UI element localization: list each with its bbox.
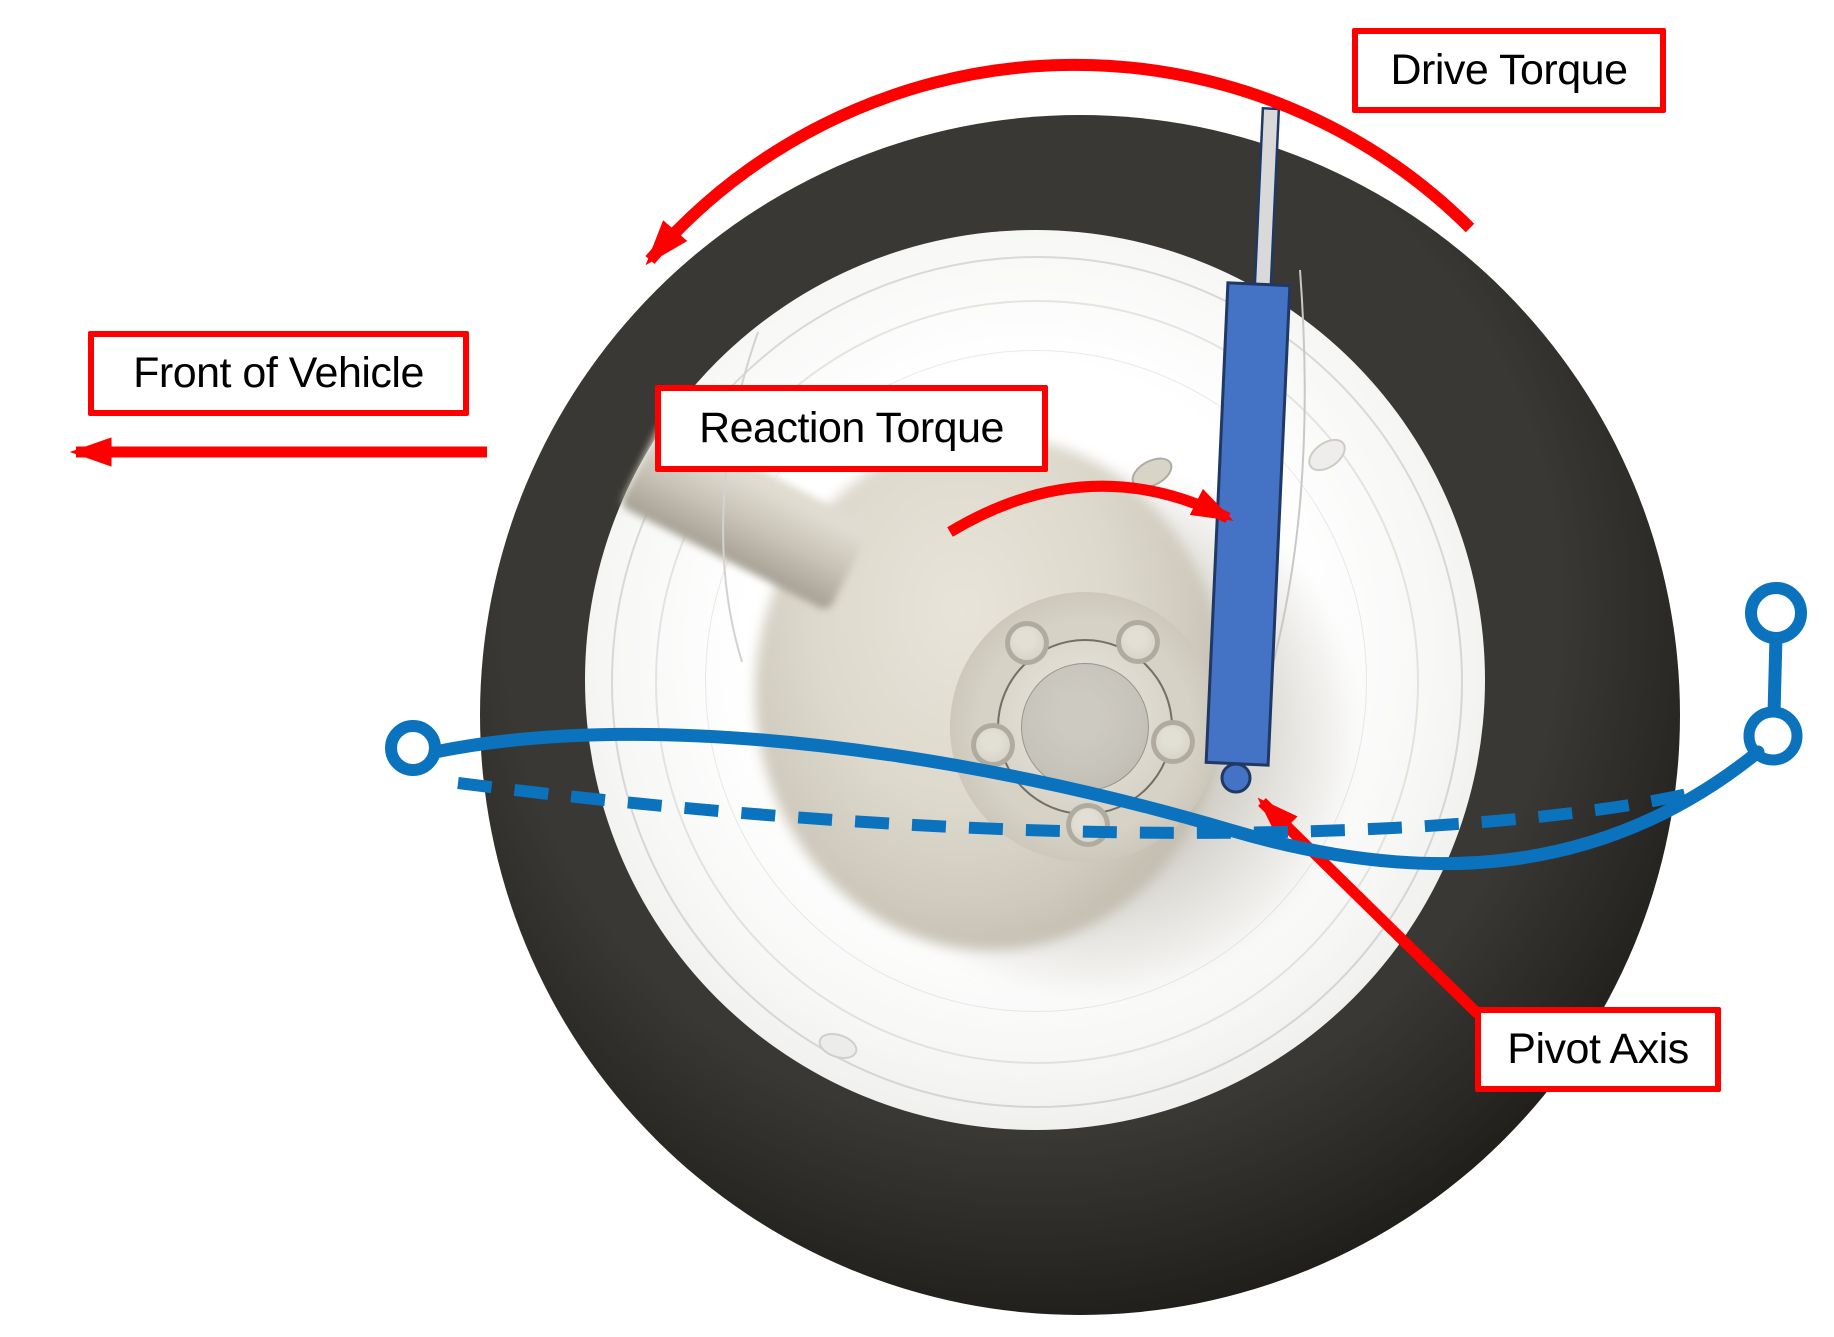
- shock-rod: [1252, 106, 1281, 311]
- rim-spoke-line: [1262, 269, 1306, 701]
- hub-center-bore: [1021, 663, 1149, 791]
- reaction-torque-label: Reaction Torque: [655, 385, 1048, 472]
- lug-hole: [1066, 803, 1110, 847]
- pivot-axis-label-text: Pivot Axis: [1507, 1025, 1689, 1073]
- shock-absorber-icon: [1204, 106, 1292, 767]
- rim-contour-ring: [655, 300, 1419, 1064]
- rim-contour-ring: [611, 256, 1463, 1108]
- lug-hole: [971, 723, 1015, 767]
- pivot-pointer-arrow-icon: [1257, 797, 1482, 1018]
- rim-spoke-line: [722, 331, 759, 663]
- front-of-vehicle-label-text: Front of Vehicle: [133, 349, 424, 397]
- lug-hole: [1005, 621, 1049, 665]
- left-eyelet-icon: [385, 720, 441, 776]
- front-of-vehicle-label: Front of Vehicle: [88, 331, 469, 416]
- right-upper-eyelet-icon: [1745, 582, 1807, 644]
- pivot-axis-label: Pivot Axis: [1475, 1007, 1721, 1092]
- eyelet-connector-bar: [1767, 635, 1783, 715]
- lug-hole: [1151, 720, 1195, 764]
- right-lower-eyelet-icon: [1743, 706, 1803, 766]
- rim-contour-ring: [705, 350, 1367, 1012]
- drive-torque-label: Drive Torque: [1352, 28, 1666, 113]
- drive-torque-label-text: Drive Torque: [1390, 46, 1629, 94]
- trailing-link-solid: [428, 727, 1765, 871]
- lug-hole: [1116, 620, 1160, 664]
- pivot-ball-icon: [1220, 762, 1252, 794]
- reaction-torque-arrow-icon: [947, 480, 1234, 537]
- drive-torque-arrow-icon: [645, 58, 1475, 266]
- reaction-torque-label-text: Reaction Torque: [699, 404, 1004, 452]
- shock-body: [1204, 281, 1292, 767]
